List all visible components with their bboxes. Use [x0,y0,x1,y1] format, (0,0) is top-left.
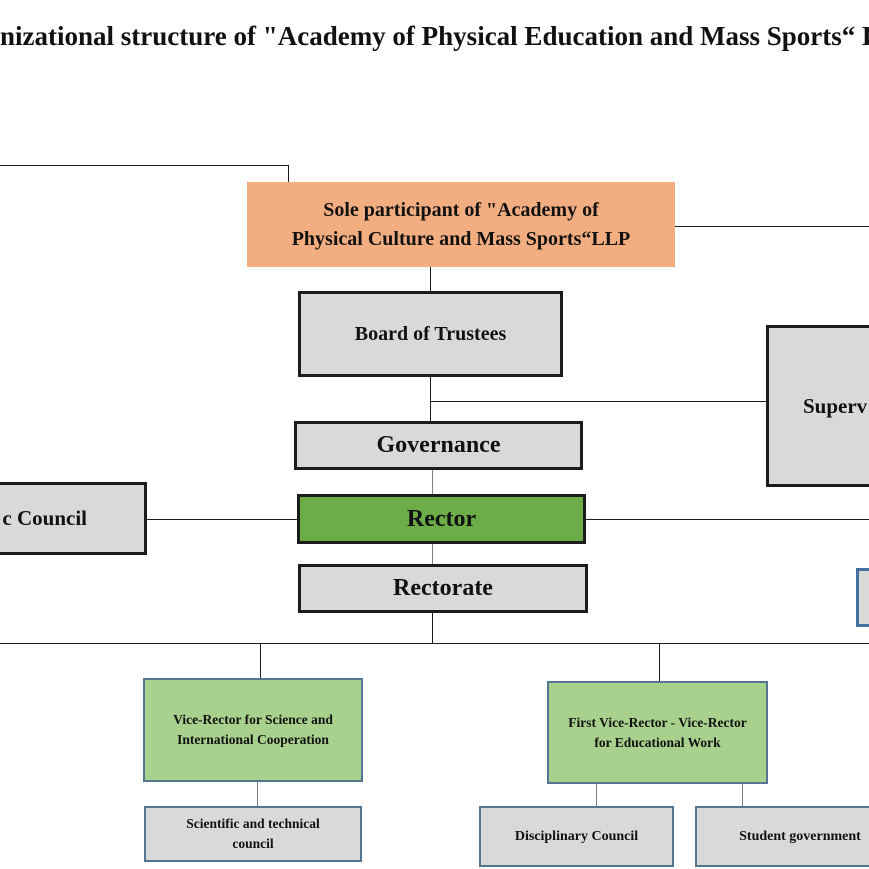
node-rectorate-label: Rectorate [393,575,493,601]
node-academic-council-label: c Council [2,506,87,530]
node-first-vice-rector: First Vice-Rector - Vice-Rector for Educ… [547,681,768,784]
node-board-of-trustees: Board of Trustees [298,291,563,377]
connector-rector-to-rectorate [432,544,433,564]
connector-rector-to-right-edge [586,519,869,520]
node-disciplinary-council: Disciplinary Council [479,806,674,867]
connector-sole-participant-to-trustees [430,267,431,291]
node-supervisory-board-clipped: Superv [766,325,869,487]
connector-sole-participant-to-right-edge [675,226,869,227]
node-vice-rector-science: Vice-Rector for Science and Internationa… [143,678,363,782]
node-student-government: Student government [695,806,869,867]
node-first-vice-rector-label: First Vice-Rector - Vice-Rector for Educ… [568,714,747,750]
connector-offscreen-left-horizontal [0,165,288,166]
node-rectorate: Rectorate [298,564,588,613]
node-governance: Governance [294,421,583,470]
node-scientific-council: Scientific and technical council [144,806,362,862]
node-unlabeled-right-box-clipped [856,568,869,627]
node-academic-council-clipped: c Council [0,482,147,555]
connector-offscreen-left-elbow [288,165,289,183]
node-supervisory-board-label: Superv [803,393,868,418]
node-student-government-label: Student government [739,828,861,844]
node-board-of-trustees-label: Board of Trustees [354,322,507,345]
connector-trustees-to-governance [430,377,431,421]
connector-bus-to-first-vice-rector [659,643,660,681]
connector-rectorate-to-bus [432,613,433,643]
connector-trunk-to-supervisory [430,401,766,402]
page-title: nizational structure of "Academy of Phys… [0,21,869,51]
connector-first-vice-rector-to-student-government [742,784,743,806]
node-rector: Rector [297,494,586,544]
bus-line-horizontal [0,643,869,644]
node-disciplinary-council-label: Disciplinary Council [514,828,639,844]
connector-vice-rector-science-to-scientific-council [257,782,258,806]
node-vice-rector-science-label: Vice-Rector for Science and Internationa… [173,712,333,747]
connector-bus-to-vice-rector-science [260,643,261,678]
node-rector-label: Rector [406,505,477,532]
connector-academic-council-to-rector [146,519,297,520]
node-governance-label: Governance [376,432,501,458]
node-scientific-council-label: Scientific and technical council [186,816,320,851]
connector-governance-to-rector [432,470,433,494]
node-sole-participant-label: Sole participant of "Academy of Physical… [291,199,631,250]
connector-first-vice-rector-to-disciplinary [596,784,597,806]
node-sole-participant: Sole participant of "Academy of Physical… [247,182,675,267]
